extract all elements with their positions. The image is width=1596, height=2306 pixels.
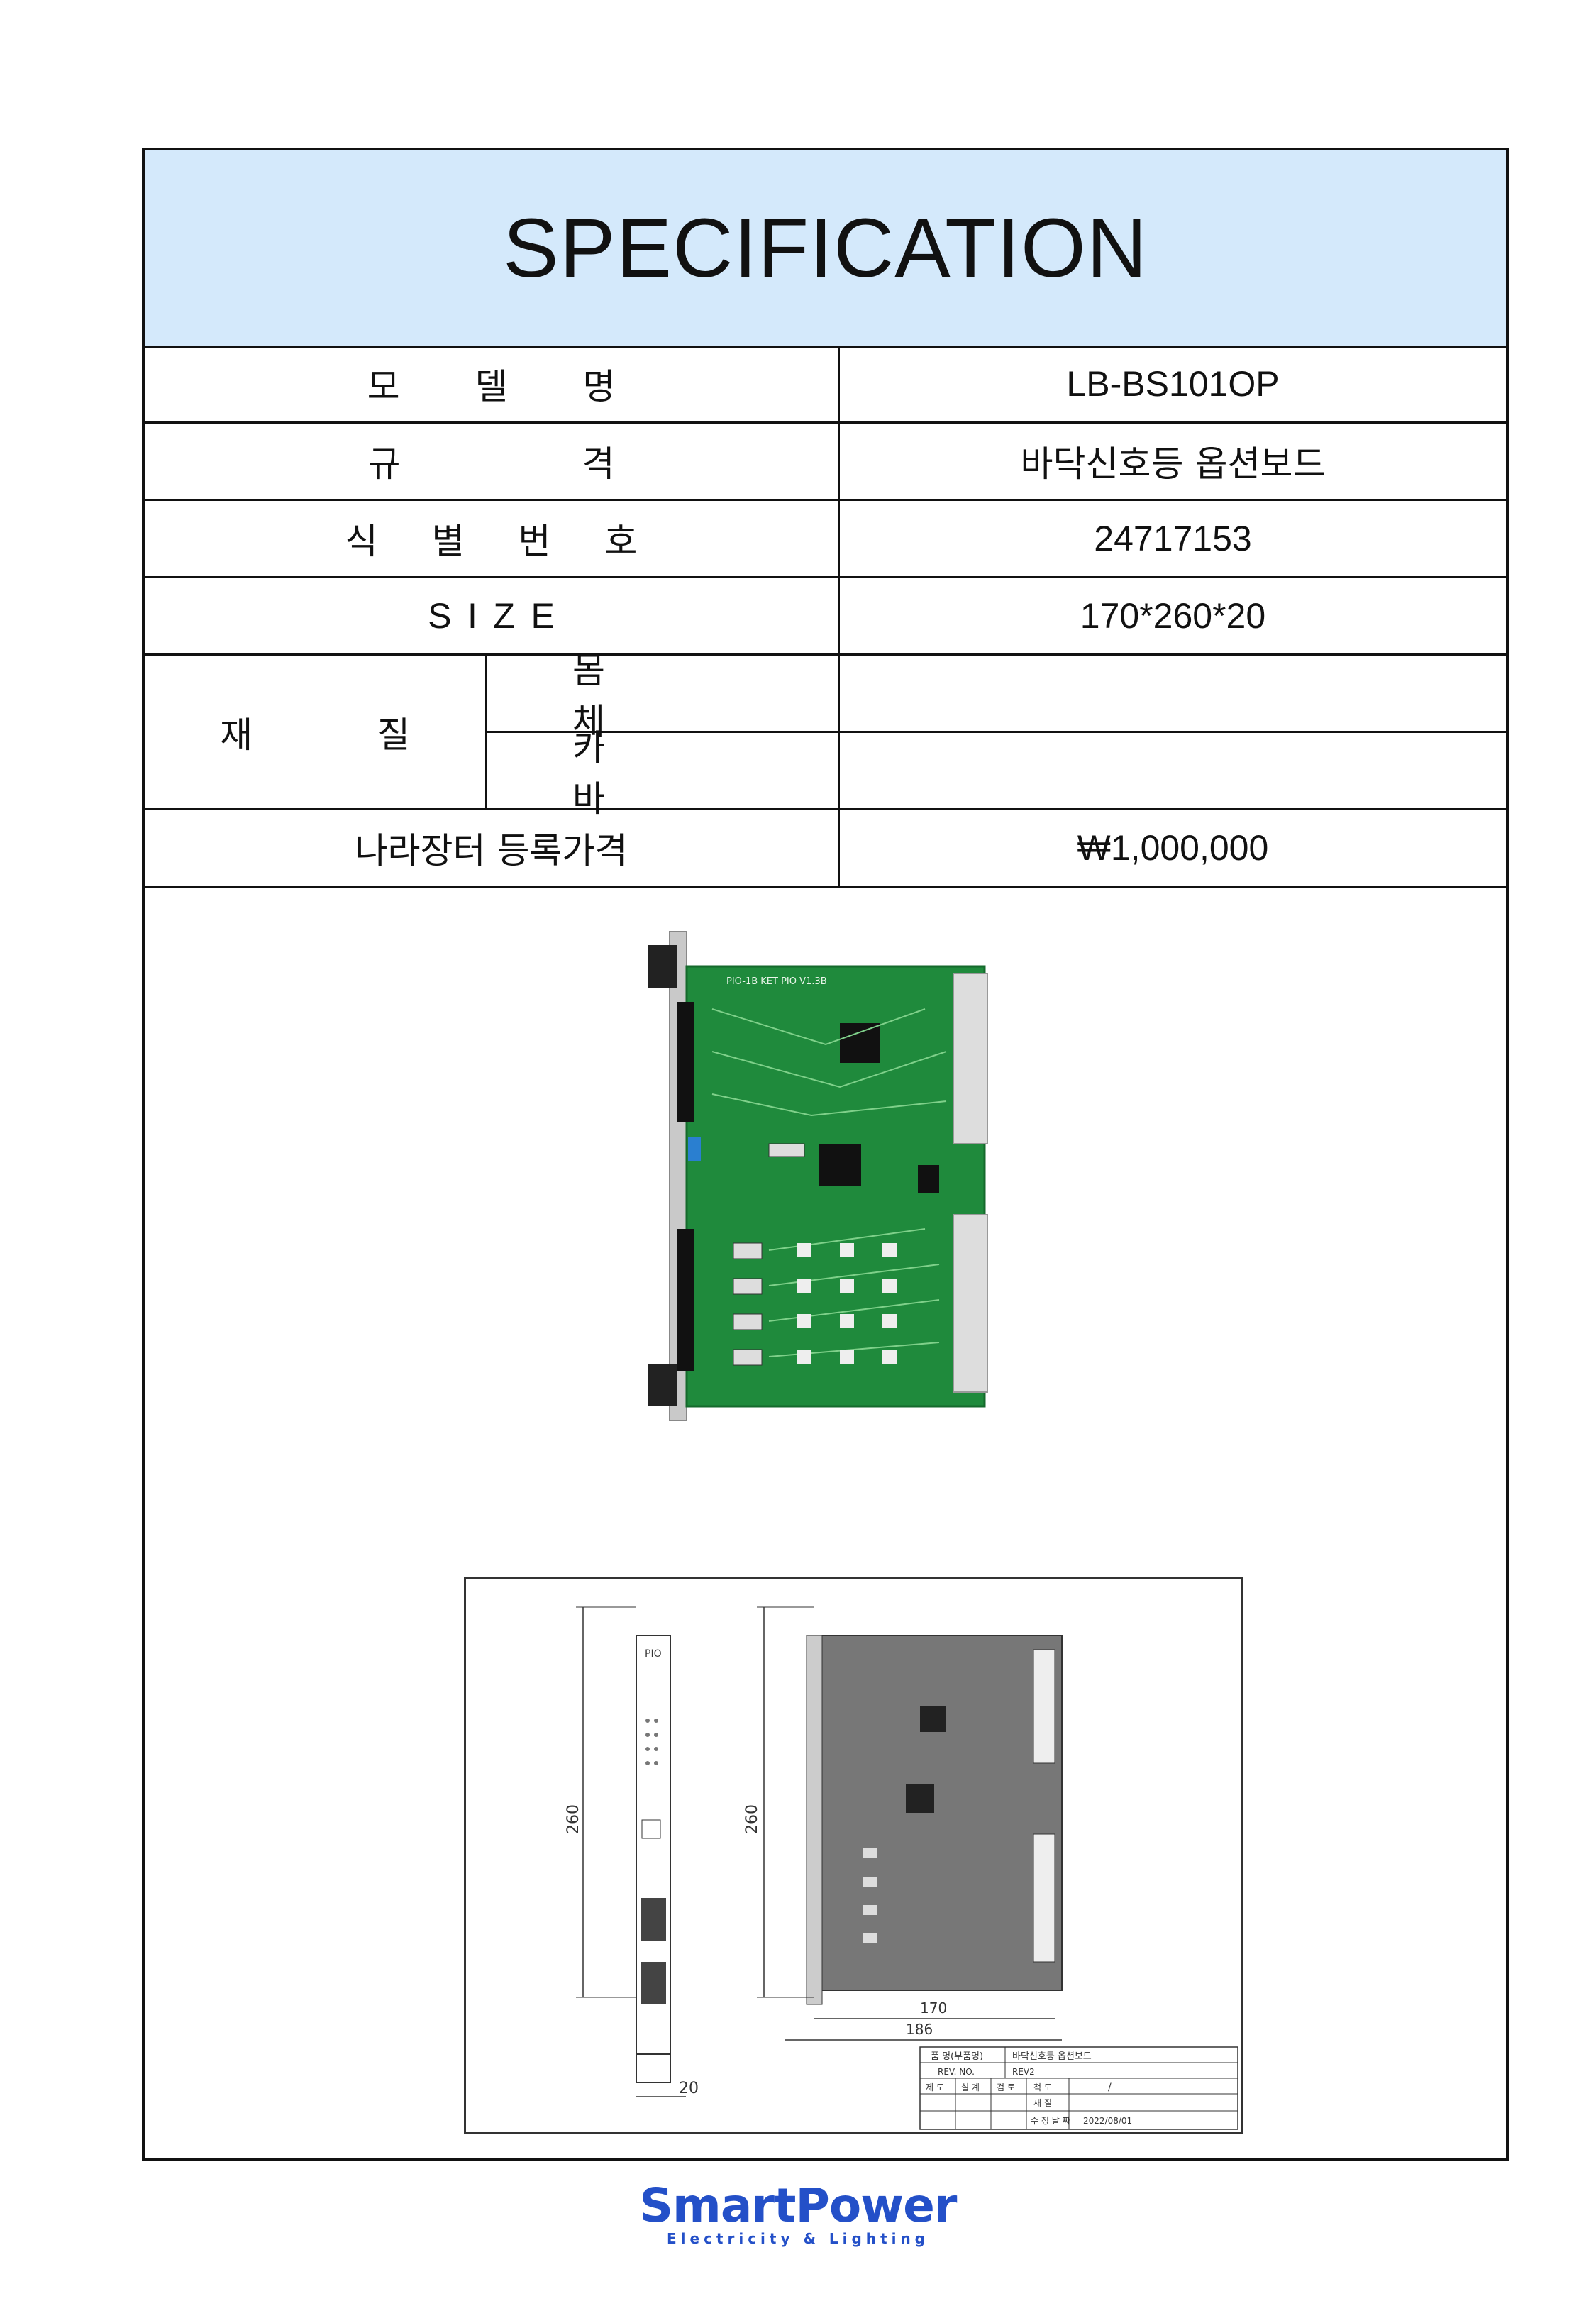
title-block-date-label: 수 정 날 짜 (1031, 2116, 1070, 2126)
title-block-rev-label: REV. NO. (938, 2067, 975, 2077)
photo-area: PIO-1B KET PIO V1.3B PIO (145, 888, 1506, 2158)
id-number-label: 식 별 번 호 (145, 501, 840, 576)
material-cover-value (840, 733, 1506, 810)
front-panel-label: PIO (645, 1648, 662, 1660)
drawing-canvas: PIO 260 20 (565, 1606, 1238, 2130)
title-block-design-label: 설 계 (961, 2082, 980, 2092)
title-block-rev-value: REV2 (1012, 2067, 1035, 2077)
model-label: 모 델 명 (145, 346, 840, 421)
id-number-value: 24717153 (1094, 519, 1252, 558)
title-block-scale-label: 척 도 (1033, 2082, 1052, 2092)
pcb-silkscreen: PIO-1B KET PIO V1.3B (726, 976, 827, 987)
dim-width-total: 186 (906, 2021, 933, 2038)
row-size: SIZE 170*260*20 (145, 578, 1506, 656)
dim-thickness: 20 (679, 2080, 699, 2097)
logo-tagline: Electricity & Lighting (666, 2230, 930, 2247)
material-cover-label: 카 바 (487, 727, 840, 820)
row-model: 모 델 명 LB-BS101OP (145, 346, 1506, 424)
spec-label: 규 격 (145, 424, 840, 499)
model-value: LB-BS101OP (1066, 364, 1280, 404)
technical-drawing: PIO 260 20 (464, 1577, 1243, 2134)
size-label: SIZE (145, 578, 840, 653)
title-header: SPECIFICATION (145, 150, 1506, 348)
dim-width-board: 170 (920, 1999, 947, 2017)
title-block-product-label: 품 명(부품명) (931, 2051, 983, 2062)
material-body-value (840, 656, 1506, 733)
title-block-product-value: 바닥신호등 옵션보드 (1012, 2051, 1092, 2062)
title-block-date-value: 2022/08/01 (1083, 2116, 1132, 2126)
title-block: 품 명(부품명) 바닥신호등 옵션보드 REV. NO. REV2 제 도 설 … (919, 2046, 1238, 2130)
logo-name: SmartPower (639, 2178, 958, 2233)
material-label: 재 질 (145, 656, 487, 810)
specification-sheet: SPECIFICATION 모 델 명 LB-BS101OP 규 격 바닥신호등… (142, 148, 1509, 2161)
page-title: SPECIFICATION (502, 202, 1148, 295)
title-block-scale-value: / (1108, 2082, 1112, 2093)
price-value: ₩1,000,000 (1077, 828, 1269, 868)
size-value: 170*260*20 (1080, 596, 1266, 636)
spec-value: 바닥신호등 옵션보드 (1020, 443, 1326, 485)
company-logo: SmartPower Electricity & Lighting (0, 2178, 1596, 2247)
title-block-made-label: 제 도 (926, 2082, 944, 2092)
dim-height-front: 260 (565, 1804, 582, 1834)
title-block-review-label: 검 토 (997, 2082, 1015, 2092)
pcb-photo: PIO-1B KET PIO V1.3B (648, 931, 988, 1421)
dim-height-side: 260 (743, 1804, 761, 1834)
price-label: 나라장터 등록가격 (145, 810, 840, 886)
title-block-material-label: 재 질 (1033, 2098, 1052, 2108)
row-price: 나라장터 등록가격 ₩1,000,000 (145, 810, 1506, 888)
row-id-number: 식 별 번 호 24717153 (145, 501, 1506, 578)
row-spec: 규 격 바닥신호등 옵션보드 (145, 424, 1506, 501)
